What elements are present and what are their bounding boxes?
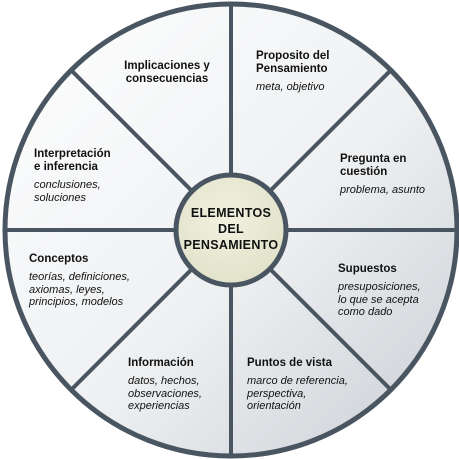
segment-title: Implicaciones y	[124, 60, 210, 72]
center-title-line: PENSAMIENTO	[183, 238, 279, 252]
segment-subtitle: como dado	[338, 306, 393, 318]
center-hub	[173, 172, 289, 288]
segment-implicaciones: Implicaciones y consecuencias	[112, 60, 222, 86]
segment-title: Información	[128, 357, 194, 369]
segment-title: cuestión	[340, 166, 388, 178]
segment-conceptos: Conceptos teorías, definiciones, axiomas…	[29, 253, 154, 309]
segment-divider	[70, 266, 195, 391]
segment-supuestos: Supuestos presuposiciones, lo que se ace…	[338, 263, 448, 319]
segment-pregunta: Pregunta en cuestión problema, asunto	[340, 153, 445, 197]
segment-divider	[267, 69, 392, 194]
segment-divider	[267, 266, 392, 391]
segment-title: consecuencias	[125, 73, 209, 85]
center-title-line: DEL	[218, 222, 244, 236]
segment-subtitle: principios, modelos	[29, 296, 124, 308]
center-title: ELEMENTOS DEL PENSAMIENTO	[176, 205, 286, 253]
segment-subtitle: datos, hechos,	[128, 375, 200, 387]
segment-title: Pregunta en	[340, 153, 407, 165]
segment-title: e inferencia	[34, 161, 98, 173]
segment-title: Conceptos	[29, 253, 89, 265]
segment-subtitle: orientación	[247, 400, 301, 412]
segment-subtitle: axiomas, leyes,	[29, 283, 105, 296]
segment-informacion: Información datos, hechos, observaciones…	[128, 357, 228, 413]
segment-title: Proposito del	[256, 50, 330, 62]
segment-subtitle: lo que se acepta	[338, 293, 419, 306]
segment-title: Puntos de vista	[247, 357, 332, 369]
segment-title: Supuestos	[338, 263, 397, 275]
segment-puntos-de-vista: Puntos de vista marco de referencia, per…	[247, 357, 372, 413]
segment-subtitle: problema, asunto	[340, 184, 425, 196]
segment-dividers	[6, 5, 456, 455]
center-title-line: ELEMENTOS	[190, 206, 272, 220]
segment-title: Pensamiento	[256, 63, 328, 75]
segment-divider	[70, 69, 195, 194]
segment-subtitle: meta, objetivo	[256, 81, 325, 93]
segment-subtitle: perspectiva,	[247, 387, 307, 400]
segment-subtitle: experiencias	[128, 400, 190, 412]
segment-subtitle: soluciones	[34, 191, 86, 204]
segment-proposito: Proposito del Pensamiento meta, objetivo	[256, 50, 376, 94]
segment-title: Interpretación	[34, 148, 111, 160]
segment-subtitle: teorías, definiciones,	[29, 271, 130, 283]
segment-subtitle: marco de referencia,	[247, 375, 348, 387]
segment-subtitle: conclusiones,	[34, 179, 101, 191]
segment-subtitle: observaciones,	[128, 387, 202, 400]
segment-subtitle: presuposiciones,	[338, 281, 421, 293]
segment-interpretacion: Interpretación e inferencia conclusiones…	[34, 148, 144, 204]
